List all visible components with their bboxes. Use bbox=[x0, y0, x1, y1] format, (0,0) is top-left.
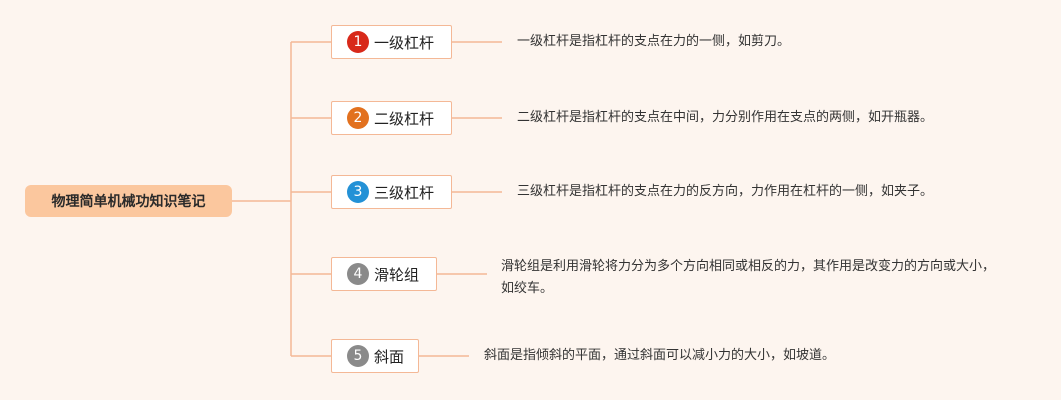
number-badge-2: 2 bbox=[347, 107, 369, 129]
description-second-class-lever: 二级杠杆是指杠杆的支点在中间，力分别作用在支点的两侧，如开瓶器。 bbox=[517, 110, 934, 125]
branch-inclined-plane[interactable]: 5 斜面 bbox=[331, 339, 419, 373]
branch-first-class-lever[interactable]: 1 一级杠杆 bbox=[331, 25, 452, 59]
branch-pulley-system[interactable]: 4 滑轮组 bbox=[331, 257, 437, 291]
branch-label: 一级杠杆 bbox=[374, 33, 435, 52]
branch-label: 斜面 bbox=[374, 347, 405, 366]
description-inclined-plane: 斜面是指倾斜的平面，通过斜面可以减小力的大小，如坡道。 bbox=[484, 348, 836, 363]
root-topic[interactable]: 物理简单机械功知识笔记 bbox=[25, 185, 232, 217]
branch-label: 滑轮组 bbox=[374, 265, 420, 284]
number-badge-1: 1 bbox=[347, 31, 369, 53]
branch-third-class-lever[interactable]: 3 三级杠杆 bbox=[331, 175, 452, 209]
description-pulley-system: 滑轮组是利用滑轮将力分为多个方向相同或相反的力，其作用是改变力的方向或大小，如绞… bbox=[501, 259, 996, 296]
description-third-class-lever: 三级杠杆是指杠杆的支点在力的反方向，力作用在杠杆的一侧，如夹子。 bbox=[517, 184, 934, 199]
number-badge-4: 4 bbox=[347, 263, 369, 285]
branch-second-class-lever[interactable]: 2 二级杠杆 bbox=[331, 101, 452, 135]
description-first-class-lever: 一级杠杆是指杠杆的支点在力的一侧，如剪刀。 bbox=[517, 34, 791, 49]
branch-label: 二级杠杆 bbox=[374, 109, 435, 128]
number-badge-5: 5 bbox=[347, 345, 369, 367]
branch-label: 三级杠杆 bbox=[374, 183, 435, 202]
root-title: 物理简单机械功知识笔记 bbox=[51, 194, 206, 210]
number-badge-3: 3 bbox=[347, 181, 369, 203]
